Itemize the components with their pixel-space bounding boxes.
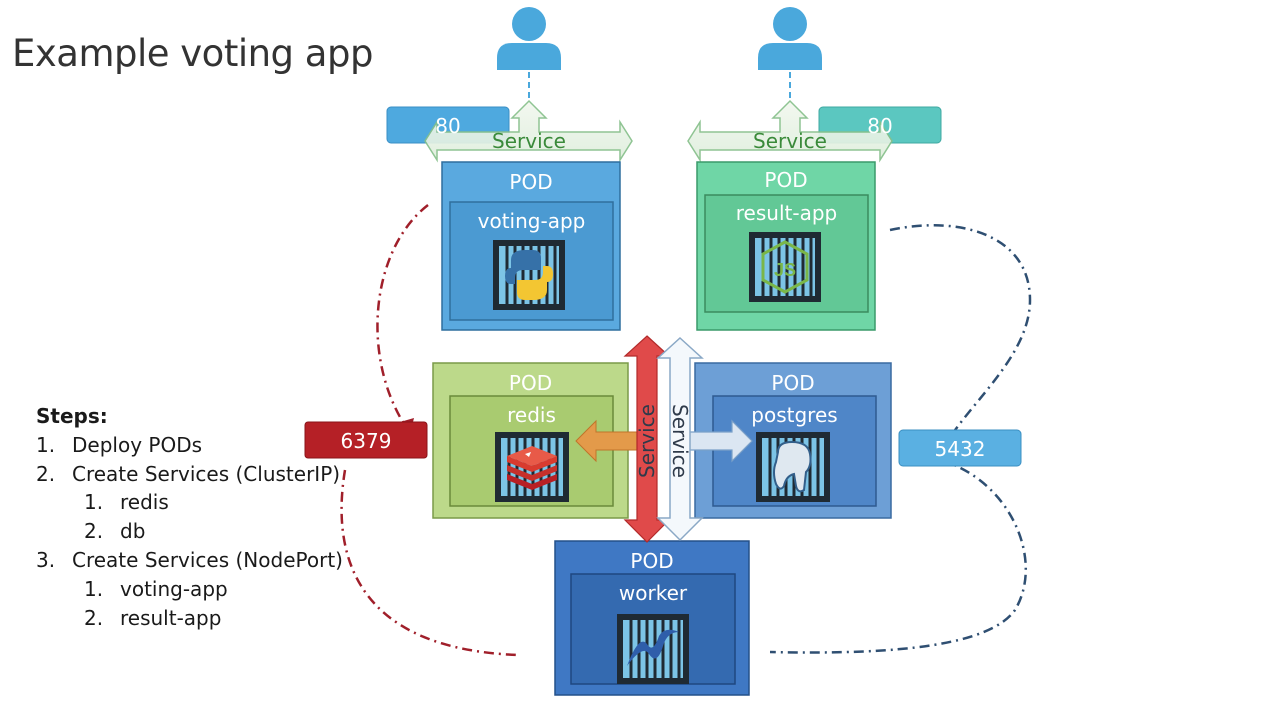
worker-redis-line	[340, 469, 521, 657]
list-item: 3.Create Services (NodePort)	[36, 547, 343, 572]
list-item: 1.Deploy PODs	[36, 432, 203, 457]
postgres-port-box	[898, 429, 1022, 467]
result-service-label: Service	[753, 129, 827, 153]
result-service-arrow	[687, 99, 893, 163]
redis-container-icon	[495, 432, 569, 502]
svg-text:JS: JS	[774, 260, 796, 280]
postgres-port-label: 5432	[934, 437, 986, 461]
postgres-app-label: postgres	[751, 403, 838, 427]
list-item: 2.result-app	[84, 605, 222, 630]
worker-db-line	[769, 458, 1027, 654]
worker-pod-label: POD	[630, 549, 674, 573]
list-item: 1.voting-app	[84, 576, 228, 601]
postgres-container-icon	[756, 432, 830, 502]
list-item: 2.Create Services (ClusterIP)	[36, 461, 341, 486]
steps-list: Steps: 1.Deploy PODs 2.Create Services (…	[36, 402, 343, 632]
worker-app-label: worker	[618, 581, 688, 605]
redis-app-label: redis	[507, 403, 556, 427]
redis-link-line	[376, 204, 429, 431]
voting-service-label: Service	[492, 129, 566, 153]
result-pod-label: POD	[764, 168, 808, 192]
user-left-icon	[497, 7, 561, 100]
redis-service-label: Service	[635, 404, 659, 478]
dotnet-container-icon	[617, 614, 689, 684]
voting-port-label: 80	[435, 114, 461, 138]
voting-app-label: voting-app	[477, 209, 586, 233]
redis-port-box	[304, 421, 428, 459]
slide-title: Example voting app	[12, 32, 373, 75]
result-port-label: 80	[867, 114, 893, 138]
result-db-line	[889, 224, 1032, 456]
redis-port-label: 6379	[340, 429, 392, 453]
steps-heading: Steps:	[36, 404, 108, 428]
list-item: 1.redis	[84, 490, 169, 515]
voting-service-arrow	[424, 99, 633, 163]
db-service-label: Service	[668, 404, 692, 478]
redis-pod-label: POD	[508, 371, 553, 395]
nodejs-container-icon: JS	[749, 232, 821, 302]
list-item: 2.db	[84, 519, 146, 544]
postgres-pod-label: POD	[771, 371, 815, 395]
result-app-label: result-app	[735, 201, 838, 225]
db-service-vertical-arrow	[656, 336, 704, 542]
voting-pod-label: POD	[509, 170, 553, 194]
python-container-icon	[493, 240, 565, 310]
user-right-icon	[758, 7, 822, 100]
